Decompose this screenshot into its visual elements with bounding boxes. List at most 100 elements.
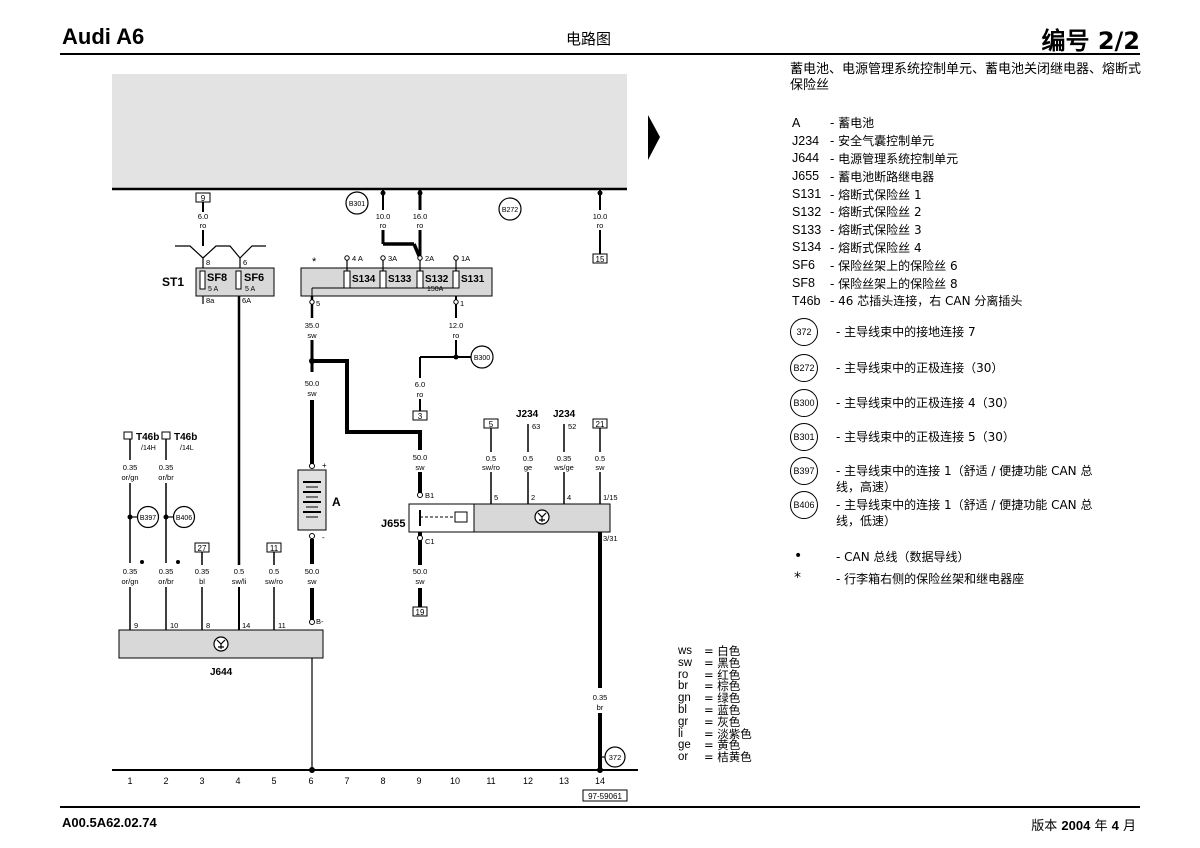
wire-23-color: sw	[307, 577, 317, 586]
drawing-id: 97-59061	[588, 792, 622, 801]
j234-label-2: J234	[553, 409, 576, 420]
color-name: = 红色	[704, 667, 741, 682]
wire-8-size: 50.0	[305, 379, 320, 388]
s131-top-pin: 1A	[461, 254, 470, 263]
j655-pin-b1: B1	[425, 491, 434, 500]
j644-pin-14: 14	[242, 621, 250, 630]
legend-desc: - 熔断式保险丝 4	[830, 240, 922, 255]
wire-9-color: sw	[415, 463, 425, 472]
sf6-top-pin: 6	[243, 258, 247, 267]
color-name: = 黄色	[704, 738, 741, 753]
legend-item: S133- 熔断式保险丝 3	[792, 221, 1022, 239]
relay-switch-icon	[419, 510, 468, 526]
wire-6-size: 12.0	[449, 321, 464, 330]
symbol-item: * - 行李箱右侧的保险丝架和继电器座	[790, 567, 1024, 589]
color-item: ro = 红色	[678, 667, 752, 682]
connector-b300	[470, 345, 494, 369]
fuse-s134-icon	[343, 270, 351, 289]
symbol-desc: - 行李箱右侧的保险丝架和继电器座	[836, 571, 1025, 586]
wire-7-size: 6.0	[415, 380, 425, 389]
color-abbr: or	[678, 751, 689, 764]
connection-item: B397- 主导线束中的连接 1（舒适 / 便捷功能 CAN 总线，高速）	[790, 457, 1120, 495]
version-info: 版本 2004 年 4 月	[1031, 815, 1136, 834]
j644-pin-8: 8	[206, 621, 210, 630]
color-name: = 白色	[704, 644, 741, 658]
fuse-s133-label: S133	[388, 274, 412, 285]
connection-code: B300	[790, 389, 818, 417]
fuse-s132-icon	[416, 270, 424, 289]
color-abbr: br	[678, 680, 689, 693]
color-item: sw= 黑色	[678, 655, 752, 670]
component-legend: A- 蓄电池 J234- 安全气囊控制单元 J644- 电源管理系统控制单元 J…	[792, 114, 1022, 310]
junction	[597, 767, 603, 773]
battery-label: A	[332, 495, 341, 509]
legend-item: J655- 蓄电池断路继电器	[792, 167, 1022, 185]
junction	[417, 190, 423, 196]
legend-code: S133	[792, 222, 822, 237]
wire-10-size: 0.5	[486, 454, 496, 463]
symbol: *	[794, 570, 801, 586]
ref-box-27-label: 27	[198, 544, 207, 553]
pin	[380, 255, 386, 261]
color-item: or= 桔黄色	[678, 751, 752, 764]
connection-desc: - 主导线束中的正极连接 4（30）	[836, 396, 1015, 410]
grid-14: 14	[595, 776, 605, 786]
grid-1: 1	[127, 776, 132, 786]
ref-box-15-label: 15	[596, 255, 605, 264]
wire-17-color: or/br	[158, 473, 174, 482]
legend-desc: - 保险丝架上的保险丝 6	[830, 258, 958, 273]
color-abbr: gr	[678, 715, 689, 728]
grid-10: 10	[450, 776, 460, 786]
ref-box-19-label: 19	[416, 608, 425, 617]
color-abbr: ro	[678, 668, 689, 681]
pin	[453, 255, 459, 261]
wire-14-color: sw	[415, 577, 425, 586]
color-abbr: ge	[678, 739, 691, 752]
wire-10-color: sw/ro	[482, 463, 500, 472]
wire-23-size: 50.0	[305, 567, 320, 576]
j234-label-1: J234	[516, 409, 539, 420]
legend-code: J234	[792, 133, 820, 148]
wire-50-sw	[312, 359, 422, 450]
ground-connector-372-label: 372	[609, 753, 622, 762]
can-bus-dot	[140, 560, 144, 564]
fuse-s132-rating: 150A	[427, 286, 444, 293]
legend-code: S131	[792, 187, 822, 202]
t46b-h-pin: /14H	[141, 445, 156, 452]
wire-2-color: ro	[380, 221, 387, 230]
color-item: li= 淡紫色	[678, 728, 752, 741]
pin	[309, 463, 315, 469]
relay-carrier-star: *	[312, 256, 317, 268]
wire-11-size: 0.5	[523, 454, 533, 463]
wire-18-size: 0.35	[123, 567, 138, 576]
fuse-block-pin-5: 5	[316, 299, 320, 308]
legend-desc: - 熔断式保险丝 1	[830, 187, 922, 202]
color-item: br= 棕色	[678, 681, 752, 693]
fuse-s131-icon	[452, 270, 460, 289]
fuse-block-pin-1: 1	[460, 299, 464, 308]
grid-8: 8	[380, 776, 385, 786]
legend-item: J234- 安全气囊控制单元	[792, 132, 1022, 150]
wire-13-color: sw	[595, 463, 605, 472]
wire-2-size: 10.0	[376, 212, 391, 221]
fuse-sf8-icon	[199, 270, 206, 290]
fuse-sf8-rating: 5 A	[208, 286, 218, 293]
color-abbr: ws	[678, 645, 693, 657]
version-suffix: 月	[1122, 819, 1136, 834]
legend-code: SF6	[792, 258, 815, 273]
sf8-bottom-pin: 8a	[206, 296, 215, 305]
j655-pin-331: 3/31	[603, 534, 618, 543]
color-item: bl= 蓝色	[678, 704, 752, 717]
wire-16-color: or/gn	[121, 473, 138, 482]
junction	[597, 190, 603, 196]
wire-12-size: 0.35	[557, 454, 572, 463]
pin	[417, 535, 423, 541]
wire-7-color: ro	[417, 390, 424, 399]
continuation-panel	[112, 74, 627, 188]
color-name: = 黑色	[704, 655, 741, 670]
ref-box-3	[412, 410, 428, 421]
ref-box-5-label: 5	[489, 420, 494, 429]
grid-2: 2	[163, 776, 168, 786]
legend-item: S132- 熔断式保险丝 2	[792, 203, 1022, 221]
t46b-h-label: T46b	[136, 432, 159, 443]
